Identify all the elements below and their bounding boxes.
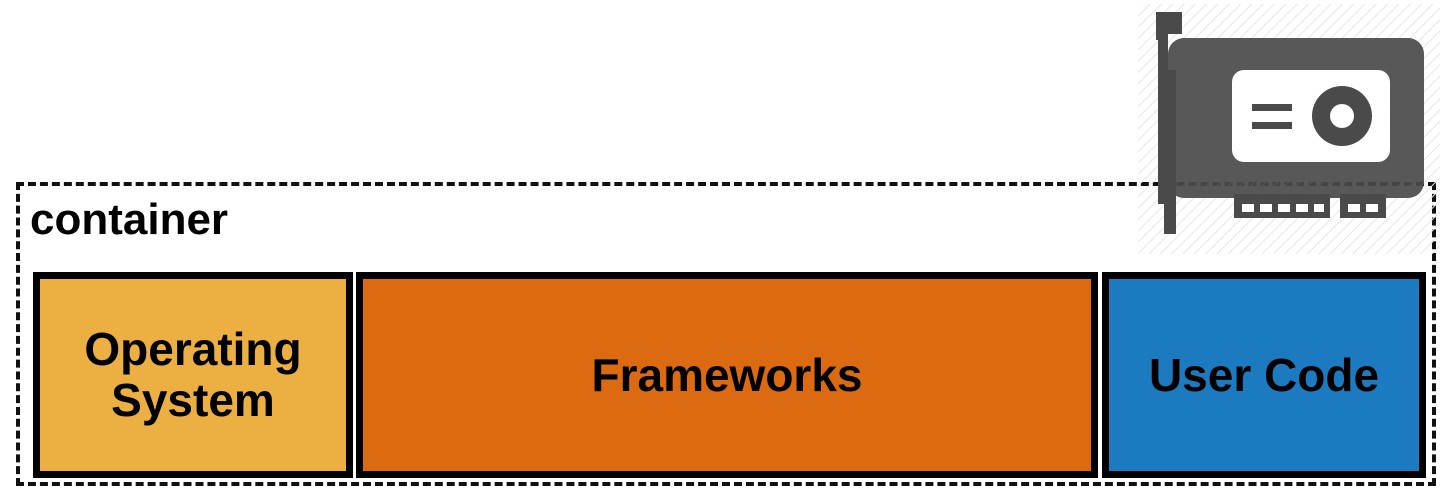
user-code-label: User Code <box>1148 348 1380 401</box>
container-boundary <box>16 182 1436 486</box>
frameworks-block: Frameworks <box>356 272 1098 478</box>
container-label: container <box>30 195 229 244</box>
operating-system-label: Operating System <box>84 323 302 426</box>
user-code-block: User Code <box>1102 272 1426 478</box>
operating-system-block: Operating System <box>33 272 353 478</box>
gpu-card-icon <box>1138 4 1440 254</box>
frameworks-label: Frameworks <box>591 348 863 401</box>
